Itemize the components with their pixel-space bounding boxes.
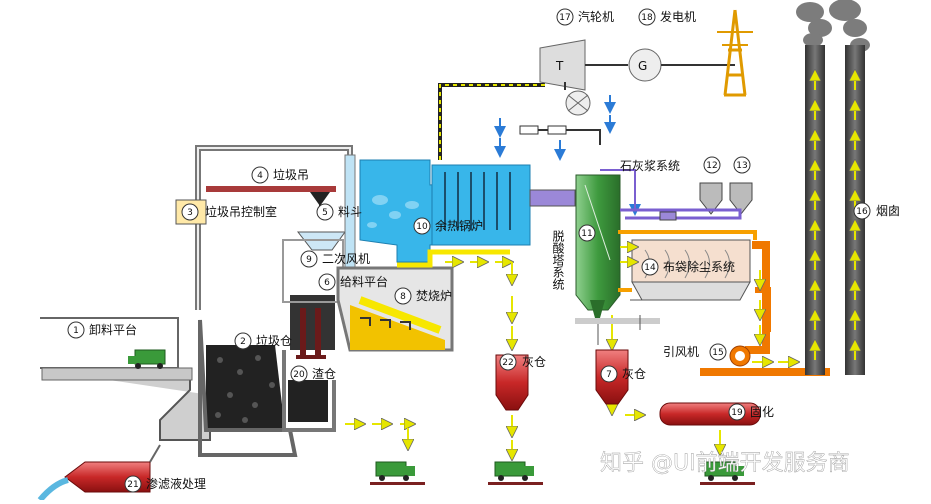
transmission-tower [723, 9, 747, 97]
label-feed-platform-num: 6 [324, 278, 330, 288]
label-leachate-num: 21 [127, 480, 138, 490]
label-unloading: 1 卸料平台 [67, 321, 137, 339]
label-unloading-num: 1 [73, 326, 79, 336]
label-solidify-num: 19 [731, 408, 743, 418]
label-leachate-text: 渗滤液处理 [146, 476, 206, 491]
label-unloading-text: 卸料平台 [89, 322, 137, 337]
label-id-fan: 引风机 15 [663, 343, 727, 361]
label-secondary-fan-text: 二次风机 [322, 252, 370, 266]
label-id-fan-num: 15 [712, 348, 723, 358]
label-slag: 20 渣仓 [290, 365, 336, 383]
label-incinerator-num: 8 [400, 292, 406, 302]
watermark: 知乎 @UI前端开发服务商 [600, 451, 850, 476]
truck-unloading [128, 349, 166, 369]
label-feed-platform: 6 给料平台 [318, 273, 388, 291]
label-ash-bin-text: 灰仓 [522, 355, 546, 369]
label-solidify: 19 固化 [728, 403, 774, 421]
label-n12-num: 12 [706, 161, 717, 171]
label-boiler-text: 余热锅炉 [435, 218, 483, 233]
label-control-text: 垃圾吊控制室 [205, 204, 277, 219]
slag-pit [288, 380, 328, 422]
label-desulf: 11 脱酸塔系统 [551, 224, 596, 290]
label-n13-num: 13 [736, 161, 747, 171]
label-chimney-text: 烟囱 [876, 204, 900, 218]
label-secondary-fan-num: 9 [306, 255, 312, 265]
label-baghouse-text: 布袋除尘系统 [663, 259, 735, 274]
truck-slag [370, 461, 425, 485]
label-baghouse-num: 14 [644, 263, 656, 273]
flue-duct [529, 189, 576, 207]
label-pit-text: 垃圾仓 [256, 333, 292, 348]
label-turbine: 17 汽轮机 [556, 8, 614, 26]
label-crane-text: 垃圾吊 [273, 167, 309, 182]
label-lime-text: 石灰浆系统 [620, 158, 680, 173]
label-chimney-num: 16 [856, 207, 868, 217]
label-generator-num: 18 [641, 13, 653, 23]
label-crane: 4 垃圾吊 [251, 166, 309, 184]
label-crane-num: 4 [257, 171, 263, 181]
label-slag-text: 渣仓 [312, 367, 336, 381]
label-generator: 18 发电机 [638, 8, 696, 26]
label-ash-bin-num: 22 [502, 358, 513, 368]
label-ash-bin2-text: 灰仓 [622, 367, 646, 381]
label-hopper: 5 料斗 [316, 203, 362, 221]
label-turbine-num: 17 [559, 13, 570, 23]
label-solidify-text: 固化 [750, 405, 774, 419]
label-control-num: 3 [187, 208, 193, 218]
label-feed-platform-text: 给料平台 [340, 274, 388, 289]
label-turbine-text: 汽轮机 [578, 9, 614, 24]
label-incinerator: 8 焚烧炉 [394, 287, 452, 305]
label-lime: 石灰浆系统 12 13 [620, 156, 751, 174]
truck-solid [700, 461, 755, 485]
steam-turbine [539, 39, 586, 91]
label-hopper-num: 5 [322, 208, 328, 218]
label-ash-bin2-num: 7 [606, 370, 612, 380]
label-desulf-num: 11 [581, 229, 592, 239]
label-pit: 2 垃圾仓 [234, 332, 292, 350]
label-leachate: 21 渗滤液处理 [124, 475, 206, 493]
turbine-letter: T [555, 59, 564, 73]
label-hopper-text: 料斗 [338, 205, 362, 219]
label-secondary-fan: 9 二次风机 [300, 250, 370, 268]
label-desulf-text: 脱酸塔系统 [551, 229, 565, 290]
label-generator-text: 发电机 [660, 9, 696, 24]
crane-rail [206, 186, 336, 192]
label-boiler-num: 10 [416, 222, 428, 232]
truck-ash [488, 461, 543, 485]
deacidification-tower [575, 174, 621, 311]
label-baghouse: 14 布袋除尘系统 [641, 258, 735, 276]
lime-tank-12 [699, 182, 723, 215]
label-ash-bin2: 7 灰仓 [600, 365, 646, 383]
label-pit-num: 2 [240, 337, 246, 347]
label-ash-bin: 22 灰仓 [499, 353, 546, 371]
label-boiler: 10 余热锅炉 [413, 217, 483, 235]
label-chimney: 16 烟囱 [853, 202, 900, 220]
label-id-fan-text: 引风机 [663, 345, 699, 359]
lime-tank-13 [729, 182, 753, 215]
garbage-pit [206, 345, 285, 430]
generator-letter: G [638, 59, 647, 73]
label-slag-num: 20 [293, 370, 305, 380]
label-incinerator-text: 焚烧炉 [416, 289, 452, 303]
label-control: 3 垃圾吊控制室 [181, 203, 277, 221]
